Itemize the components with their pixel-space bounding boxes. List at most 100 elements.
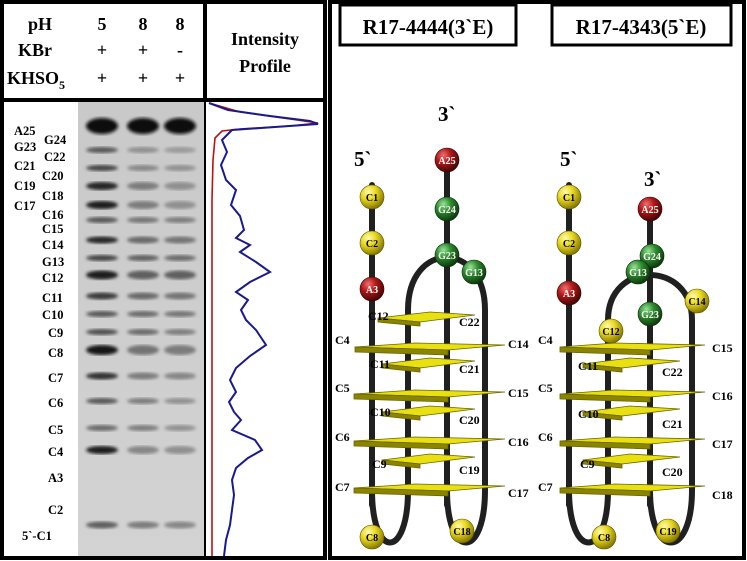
s2-label-c5: C5 xyxy=(538,381,553,395)
gel-band xyxy=(86,521,118,529)
s2-sphere-a25-label: A25 xyxy=(641,205,658,216)
s1-label-c11: C11 xyxy=(370,357,390,371)
s1-sphere-g13-label: G13 xyxy=(465,268,483,279)
s1-label-c16: C16 xyxy=(508,435,529,449)
gel-band xyxy=(164,329,196,335)
lane2-kbr: + xyxy=(138,40,148,60)
s2-sphere-g13 xyxy=(625,259,651,285)
s1-label-c6: C6 xyxy=(335,430,350,444)
s2-sphere-a3-label: A3 xyxy=(563,289,575,300)
s1-label-c17: C17 xyxy=(508,486,529,500)
intensity-title-line2: Profile xyxy=(239,56,291,76)
gel-band xyxy=(127,255,159,261)
s1-label-c9: C9 xyxy=(372,457,387,471)
s2-sphere-a25 xyxy=(637,196,663,222)
gel-label: C20 xyxy=(42,169,64,183)
s2-label-c11: C11 xyxy=(578,359,598,373)
s2-sphere-c2 xyxy=(556,230,582,256)
s2-label-c7: C7 xyxy=(538,480,553,494)
gel-band xyxy=(127,425,159,431)
gel-panel: pH KBr KHSO5 5 8 8 + + - + + + Intensity… xyxy=(0,0,327,560)
s2-sphere-c8-label: C8 xyxy=(598,533,610,544)
s1-sphere-c2 xyxy=(359,230,385,256)
s2-sphere-a3 xyxy=(556,280,582,306)
lane3-ph: 8 xyxy=(176,14,185,34)
s1-sphere-g23-label: G23 xyxy=(438,251,456,262)
s2-label-c15: C15 xyxy=(712,341,733,355)
gel-band xyxy=(164,311,196,317)
s2-label-c18: C18 xyxy=(712,488,733,502)
gel-label: C22 xyxy=(44,150,66,164)
gel-label: C19 xyxy=(14,179,36,193)
gel-label: C10 xyxy=(42,308,64,322)
s1-label-c10: C10 xyxy=(370,405,391,419)
lane1-kbr: + xyxy=(97,40,107,60)
s1-sphere-c1 xyxy=(359,184,385,210)
gel-label: C15 xyxy=(42,222,64,236)
gel-band xyxy=(164,255,196,261)
lane2-ph: 8 xyxy=(139,14,148,34)
gel-band xyxy=(164,521,196,529)
gel-band xyxy=(86,311,118,317)
s1-sphere-c8 xyxy=(359,524,385,550)
gel-band xyxy=(127,217,159,223)
gel-band xyxy=(86,446,118,454)
gel-band xyxy=(164,165,196,171)
structure-2: R17-4343(5`E) C4 C5 C xyxy=(538,3,733,550)
gel-label: C21 xyxy=(14,159,36,173)
s2-sphere-g24-label: G24 xyxy=(643,252,661,263)
structure-1-title-box xyxy=(338,3,518,47)
gel-band xyxy=(164,147,196,153)
gel-bands xyxy=(86,118,196,529)
structure-2-title: R17-4343(5`E) xyxy=(576,15,707,39)
gel-band xyxy=(86,398,118,404)
gel-band xyxy=(86,345,118,355)
s1-end5: 5` xyxy=(354,147,372,171)
gel-band xyxy=(86,118,118,134)
s2-label-c21: C21 xyxy=(662,417,683,431)
gel-band xyxy=(164,201,196,209)
gel-label: C6 xyxy=(48,396,63,410)
gel-band xyxy=(127,446,159,454)
s1-sphere-c18 xyxy=(449,518,475,544)
gel-band xyxy=(164,398,196,404)
gel-band xyxy=(86,201,118,209)
gel-band xyxy=(164,292,196,300)
gel-label: C18 xyxy=(42,189,64,203)
gel-band xyxy=(127,311,159,317)
gel-band xyxy=(86,165,118,171)
gel-band xyxy=(127,182,159,190)
s1-sphere-c1-label: C1 xyxy=(366,193,378,204)
gel-band xyxy=(127,270,159,280)
gel-label: A3 xyxy=(48,471,63,485)
gel-label: C11 xyxy=(42,291,63,305)
gel-label: G24 xyxy=(44,133,67,147)
gel-band xyxy=(164,446,196,454)
structure-1: R17-4444(3`E) xyxy=(335,3,529,550)
gel-band xyxy=(127,147,159,153)
s1-sphere-c2-label: C2 xyxy=(366,239,378,250)
gel-band xyxy=(86,425,118,431)
gel-band xyxy=(86,255,118,261)
gel-band xyxy=(127,201,159,209)
s1-sphere-g24-label: G24 xyxy=(438,205,456,216)
gel-band xyxy=(86,236,118,244)
s1-sphere-a25 xyxy=(434,147,460,173)
gel-label: C17 xyxy=(14,199,36,213)
gel-band xyxy=(164,182,196,190)
gel-band xyxy=(86,372,118,380)
s1-label-c5: C5 xyxy=(335,381,350,395)
gel-label: A25 xyxy=(14,124,36,138)
s2-label-c16: C16 xyxy=(712,389,733,403)
gel-label: C9 xyxy=(48,326,63,340)
gel-label: C2 xyxy=(48,503,63,517)
gel-label: 5`-C1 xyxy=(22,529,52,543)
s1-sphere-c8-label: C8 xyxy=(366,533,378,544)
gel-band xyxy=(127,521,159,529)
lane3-kbr: - xyxy=(177,40,183,60)
gel-band xyxy=(86,217,118,223)
s2-label-c17: C17 xyxy=(712,437,733,451)
gel-band xyxy=(127,165,159,171)
s2-sphere-c14 xyxy=(684,288,710,314)
s1-sphere-a3-label: A3 xyxy=(366,285,378,296)
